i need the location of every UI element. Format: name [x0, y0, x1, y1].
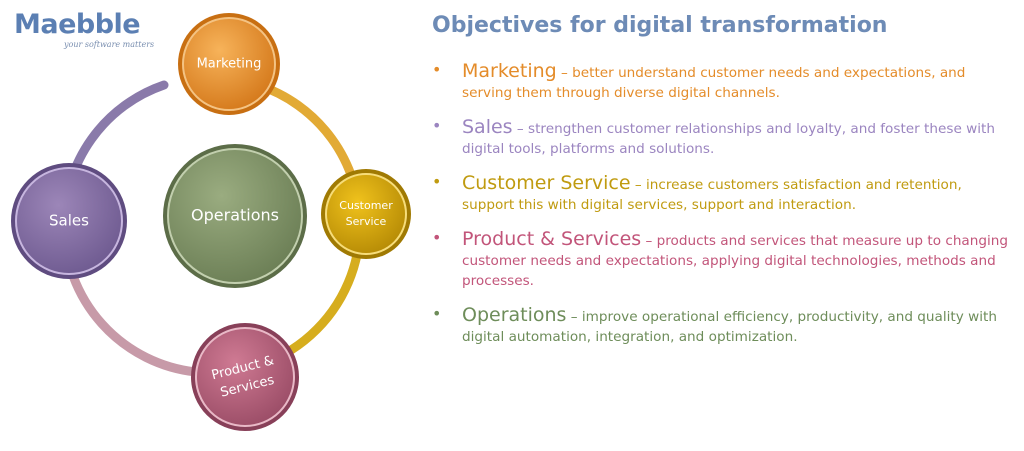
bullet-icon: •: [432, 228, 442, 247]
objective-name: Marketing: [462, 60, 557, 82]
cycle-diagram: Maebble your software matters: [0, 0, 420, 446]
objective-item: • Customer Service – increase customers …: [432, 171, 1017, 215]
cycle-svg: Marketing Sales Operations Customer Serv…: [11, 13, 411, 431]
node-product-services: Product & Services: [191, 323, 299, 431]
objective-item: • Operations – improve operational effic…: [432, 303, 1017, 347]
objective-name: Sales: [462, 116, 513, 138]
logo-tagline: your software matters: [64, 40, 155, 49]
logo-wordmark: Maebble: [14, 9, 141, 40]
node-operations-label: Operations: [191, 206, 279, 225]
node-sales-label: Sales: [49, 212, 89, 230]
node-marketing-label: Marketing: [197, 57, 262, 72]
objective-name: Customer Service: [462, 172, 631, 194]
objective-text: – products and services that measure up …: [462, 233, 1009, 289]
objectives-panel: Objectives for digital transformation • …: [432, 12, 1017, 359]
objective-text: – improve operational efficiency, produc…: [462, 309, 997, 345]
node-marketing: Marketing: [178, 13, 280, 115]
node-customer-service-label-2: Service: [346, 215, 387, 228]
node-customer-service-label-1: Customer: [339, 199, 393, 212]
node-operations: Operations: [163, 144, 307, 288]
bullet-icon: •: [432, 116, 442, 135]
node-sales: Sales: [11, 163, 127, 279]
objective-item: • Sales – strengthen customer relationsh…: [432, 115, 1017, 159]
maebble-logo: Maebble your software matters: [14, 10, 174, 52]
objective-name: Operations: [462, 304, 567, 326]
objective-text: – better understand customer needs and e…: [462, 65, 966, 101]
objective-item: • Product & Services – products and serv…: [432, 227, 1017, 291]
node-customer-service: Customer Service: [321, 169, 411, 259]
bullet-icon: •: [432, 60, 442, 79]
bullet-icon: •: [432, 304, 442, 323]
bullet-icon: •: [432, 172, 442, 191]
objective-name: Product & Services: [462, 228, 642, 250]
objective-text: – increase customers satisfaction and re…: [462, 177, 962, 213]
objective-item: • Marketing – better understand customer…: [432, 59, 1017, 103]
objectives-list: • Marketing – better understand customer…: [432, 59, 1017, 347]
objective-text: – strengthen customer relationships and …: [462, 121, 995, 157]
page-title: Objectives for digital transformation: [432, 13, 888, 38]
